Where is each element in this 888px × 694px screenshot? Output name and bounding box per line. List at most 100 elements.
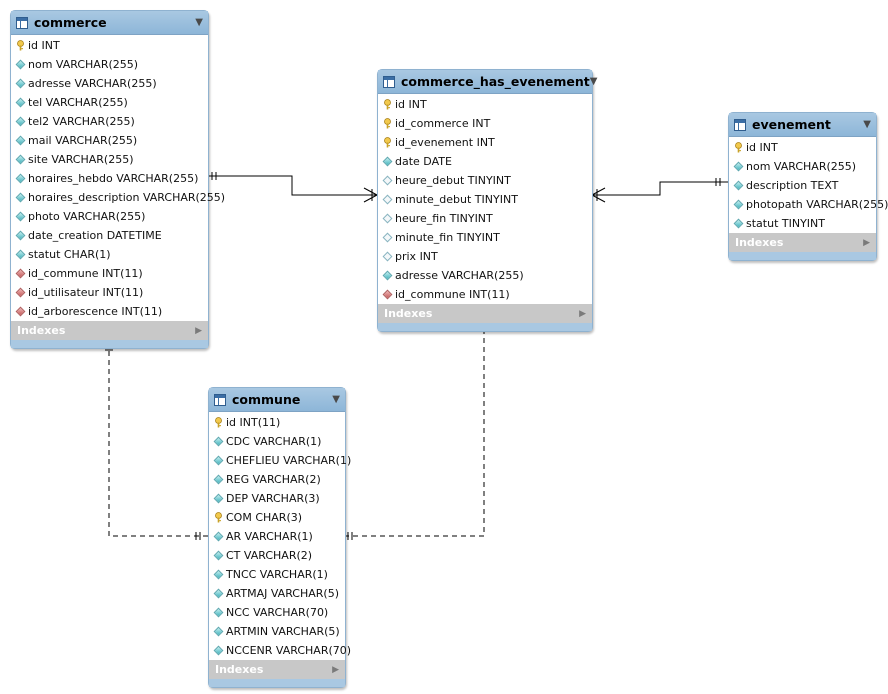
column-row[interactable]: heure_debut TINYINT bbox=[378, 171, 592, 190]
column-row[interactable]: statut TINYINT bbox=[729, 214, 876, 233]
foreign-key-icon bbox=[15, 287, 26, 298]
column-row[interactable]: prix INT bbox=[378, 247, 592, 266]
column-icon bbox=[15, 78, 26, 89]
column-row[interactable]: adresse VARCHAR(255) bbox=[378, 266, 592, 285]
column-row[interactable]: TNCC VARCHAR(1) bbox=[209, 565, 345, 584]
column-row[interactable]: CHEFLIEU VARCHAR(1) bbox=[209, 451, 351, 470]
column-row[interactable]: tel VARCHAR(255) bbox=[11, 93, 208, 112]
expand-arrow-icon[interactable]: ▶ bbox=[579, 308, 586, 319]
column-row[interactable]: date_creation DATETIME bbox=[11, 226, 208, 245]
table-name: commune bbox=[232, 392, 301, 407]
rel-commerce-to-che bbox=[208, 175, 377, 196]
column-row[interactable]: id_commune INT(11) bbox=[11, 264, 208, 283]
column-label: TNCC VARCHAR(1) bbox=[226, 568, 328, 581]
column-row[interactable]: date DATE bbox=[378, 152, 592, 171]
table-footer bbox=[209, 679, 345, 687]
table-header[interactable]: commune ▼ bbox=[209, 388, 345, 412]
table-footer bbox=[729, 252, 876, 260]
column-label: ARTMAJ VARCHAR(5) bbox=[226, 587, 339, 600]
column-row[interactable]: statut CHAR(1) bbox=[11, 245, 208, 264]
column-row[interactable]: photo VARCHAR(255) bbox=[11, 207, 208, 226]
column-row[interactable]: NCC VARCHAR(70) bbox=[209, 603, 345, 622]
primary-key-icon bbox=[16, 40, 25, 51]
column-row[interactable]: minute_fin TINYINT bbox=[378, 228, 592, 247]
column-row[interactable]: id INT bbox=[729, 138, 876, 157]
indexes-bar[interactable]: Indexes ▶ bbox=[11, 321, 208, 340]
column-row[interactable]: id_commerce INT bbox=[378, 114, 592, 133]
column-label: NCC VARCHAR(70) bbox=[226, 606, 329, 619]
column-row[interactable]: tel2 VARCHAR(255) bbox=[11, 112, 208, 131]
column-row[interactable]: REG VARCHAR(2) bbox=[209, 470, 345, 489]
column-icon bbox=[15, 59, 26, 70]
indexes-bar[interactable]: Indexes ▶ bbox=[378, 304, 592, 323]
column-row[interactable]: ARTMAJ VARCHAR(5) bbox=[209, 584, 345, 603]
column-icon bbox=[213, 550, 224, 561]
column-row[interactable]: id_utilisateur INT(11) bbox=[11, 283, 208, 302]
column-label: photopath VARCHAR(255) bbox=[746, 198, 888, 211]
column-row[interactable]: horaires_description VARCHAR(255) bbox=[11, 188, 225, 207]
column-row[interactable]: site VARCHAR(255) bbox=[11, 150, 208, 169]
collapse-arrow-icon[interactable]: ▼ bbox=[863, 119, 871, 130]
collapse-arrow-icon[interactable]: ▼ bbox=[589, 76, 598, 87]
column-icon bbox=[15, 154, 26, 165]
column-row[interactable]: DEP VARCHAR(3) bbox=[209, 489, 345, 508]
column-icon bbox=[213, 493, 224, 504]
table-commune[interactable]: commune ▼ id INT(11)CDC VARCHAR(1)CHEFLI… bbox=[208, 387, 351, 688]
indexes-bar[interactable]: Indexes ▶ bbox=[729, 233, 876, 252]
table-evenement[interactable]: evenement ▼ id INT nom VARCHAR(255) descri… bbox=[728, 112, 888, 261]
column-row[interactable]: mail VARCHAR(255) bbox=[11, 131, 208, 150]
expand-arrow-icon[interactable]: ▶ bbox=[863, 237, 870, 248]
column-row[interactable]: heure_fin TINYINT bbox=[378, 209, 592, 228]
column-row[interactable]: COM CHAR(3) bbox=[209, 508, 345, 527]
column-row[interactable]: ARTMIN VARCHAR(5) bbox=[209, 622, 345, 641]
collapse-arrow-icon[interactable]: ▼ bbox=[332, 394, 340, 405]
indexes-bar[interactable]: Indexes ▶ bbox=[209, 660, 345, 679]
column-label: photo VARCHAR(255) bbox=[28, 210, 146, 223]
primary-key-icon bbox=[734, 142, 743, 153]
column-row[interactable]: photopath VARCHAR(255) bbox=[729, 195, 888, 214]
column-row[interactable]: horaires_hebdo VARCHAR(255) bbox=[11, 169, 208, 188]
expand-arrow-icon[interactable]: ▶ bbox=[195, 325, 202, 336]
column-row[interactable]: description TEXT bbox=[729, 176, 876, 195]
column-row[interactable]: adresse VARCHAR(255) bbox=[11, 74, 208, 93]
column-row[interactable]: id_arborescence INT(11) bbox=[11, 302, 208, 321]
column-label: DEP VARCHAR(3) bbox=[226, 492, 320, 505]
column-row[interactable]: CT VARCHAR(2) bbox=[209, 546, 345, 565]
table-header[interactable]: evenement ▼ bbox=[729, 113, 876, 137]
column-row[interactable]: id_evenement INT bbox=[378, 133, 592, 152]
column-label: id_commerce INT bbox=[395, 117, 491, 130]
column-label: nom VARCHAR(255) bbox=[746, 160, 857, 173]
column-icon bbox=[15, 249, 26, 260]
column-row[interactable]: NCCENR VARCHAR(70) bbox=[209, 641, 351, 660]
column-icon bbox=[213, 474, 224, 485]
column-label: id_arborescence INT(11) bbox=[28, 305, 163, 318]
column-row[interactable]: nom VARCHAR(255) bbox=[11, 55, 208, 74]
table-header[interactable]: commerce ▼ bbox=[11, 11, 208, 35]
column-row[interactable]: minute_debut TINYINT bbox=[378, 190, 592, 209]
column-row[interactable]: id INT bbox=[378, 95, 592, 114]
table-commerce-has-evenement[interactable]: commerce_has_evenement ▼ id INT id_commer… bbox=[377, 69, 597, 332]
foreign-key-icon bbox=[382, 289, 393, 300]
collapse-arrow-icon[interactable]: ▼ bbox=[195, 17, 203, 28]
column-icon bbox=[382, 270, 393, 281]
column-icon bbox=[15, 116, 26, 127]
column-row[interactable]: id INT bbox=[11, 36, 208, 55]
column-row[interactable]: nom VARCHAR(255) bbox=[729, 157, 876, 176]
nullable-column-icon bbox=[382, 251, 393, 262]
expand-arrow-icon[interactable]: ▶ bbox=[332, 664, 339, 675]
column-label: statut TINYINT bbox=[746, 217, 825, 230]
column-label: statut CHAR(1) bbox=[28, 248, 111, 261]
crowfoot-marker bbox=[363, 187, 378, 196]
column-row[interactable]: id_commune INT(11) bbox=[378, 285, 592, 304]
column-row[interactable]: id INT(11) bbox=[209, 413, 345, 432]
column-row[interactable]: CDC VARCHAR(1) bbox=[209, 432, 345, 451]
nullable-column-icon bbox=[382, 213, 393, 224]
column-label: adresse VARCHAR(255) bbox=[395, 269, 524, 282]
table-header[interactable]: commerce_has_evenement ▼ bbox=[378, 70, 597, 94]
crowfoot-marker bbox=[591, 187, 606, 196]
column-row[interactable]: AR VARCHAR(1) bbox=[209, 527, 345, 546]
column-label: REG VARCHAR(2) bbox=[226, 473, 321, 486]
column-label: id_utilisateur INT(11) bbox=[28, 286, 144, 299]
